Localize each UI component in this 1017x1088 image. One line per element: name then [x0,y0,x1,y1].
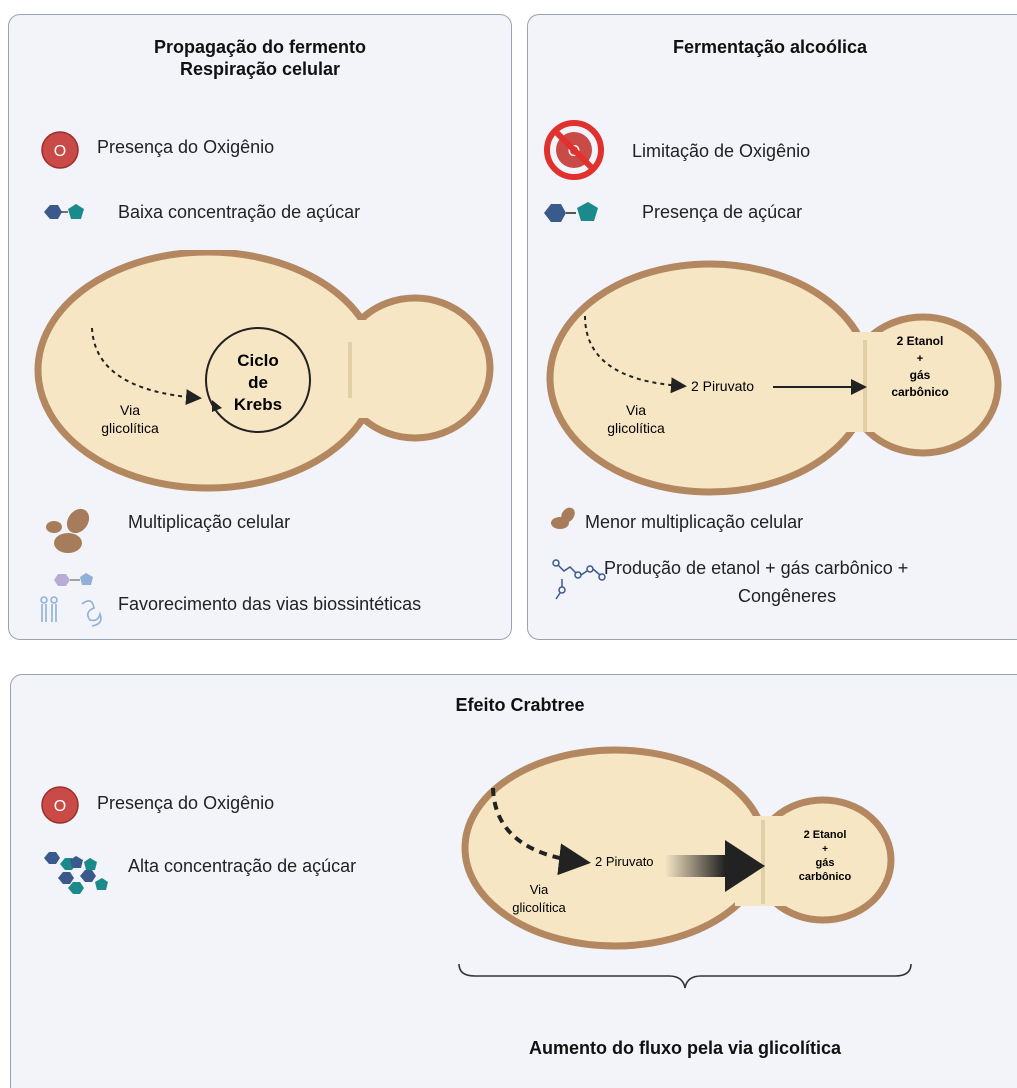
krebs-line3: Krebs [234,395,282,414]
yeast-cell-fermentation: 2 Piruvato 2 Etanol + gás carbônico Via … [545,250,1010,500]
panel2-production-label-line1: Produção de etanol + gás carbônico + [604,558,908,579]
molecule-icon [548,555,608,603]
small-yeast-icon [548,505,578,533]
panel1-title-line1: Propagação do fermento [60,36,460,58]
budding-yeast-icon [38,505,98,557]
pathway-label-1: Via [120,402,140,418]
oxygen-icon: O [40,130,80,170]
pathway-label-2: glicolítica [512,900,566,915]
panel2-multiplication-label: Menor multiplicação celular [585,512,803,533]
panel2-sugar-label: Presença de açúcar [642,202,802,223]
panel1-multiplication-label: Multiplicação celular [128,512,290,533]
product-line4: carbônico [891,385,948,399]
krebs-line1: Ciclo [237,351,279,370]
panel3-flux-label: Aumento do fluxo pela via glicolítica [470,1037,900,1059]
pyruvate-label: 2 Piruvato [595,854,654,869]
krebs-line2: de [248,373,268,392]
pathway-label-2: glicolítica [101,420,159,436]
product-line4: carbônico [799,871,852,883]
oxygen-symbol: O [54,143,66,160]
sugar-icon [540,198,606,228]
panel3-title: Efeito Crabtree [350,694,690,716]
no-oxygen-icon: O [542,118,606,182]
pyruvate-label: 2 Piruvato [691,378,754,394]
curly-brace [455,962,915,992]
product-line3: gás [816,857,835,869]
pathway-label-1: Via [530,882,549,897]
panel3-oxygen-label: Presença do Oxigênio [97,793,274,814]
product-line1: 2 Etanol [804,829,847,841]
pathway-label-1: Via [626,402,646,418]
yeast-cell-crabtree: 2 Piruvato 2 Etanol + gás carbônico Via … [455,740,915,950]
panel2-oxygen-label: Limitação de Oxigênio [632,141,810,162]
yeast-cell-respiration: Ciclo de Krebs Via glicolítica [30,250,500,500]
panel2-title: Fermentação alcoólica [600,36,940,58]
pathway-label-2: glicolítica [607,420,665,436]
panel1-title-line2: Respiração celular [60,58,460,80]
product-line1: 2 Etanol [897,334,944,348]
panel3-sugar-label: Alta concentração de açúcar [128,856,356,877]
panel1-biosynthesis-label: Favorecimento das vias biossintéticas [118,594,421,615]
panel2-production-label-line2: Congêneres [738,586,836,607]
sugar-icon [40,200,90,224]
oxygen-symbol: O [54,798,66,815]
panel1-sugar-label: Baixa concentração de açúcar [118,202,360,223]
product-line2: + [822,844,828,855]
product-line2: + [917,353,923,365]
panel1-oxygen-label: Presença do Oxigênio [97,137,274,158]
oxygen-icon: O [40,785,80,825]
sugar-cluster-icon [40,848,110,896]
panel1-title: Propagação do fermento Respiração celula… [60,36,460,80]
biosynthesis-icon [36,568,116,630]
product-line3: gás [910,368,931,382]
